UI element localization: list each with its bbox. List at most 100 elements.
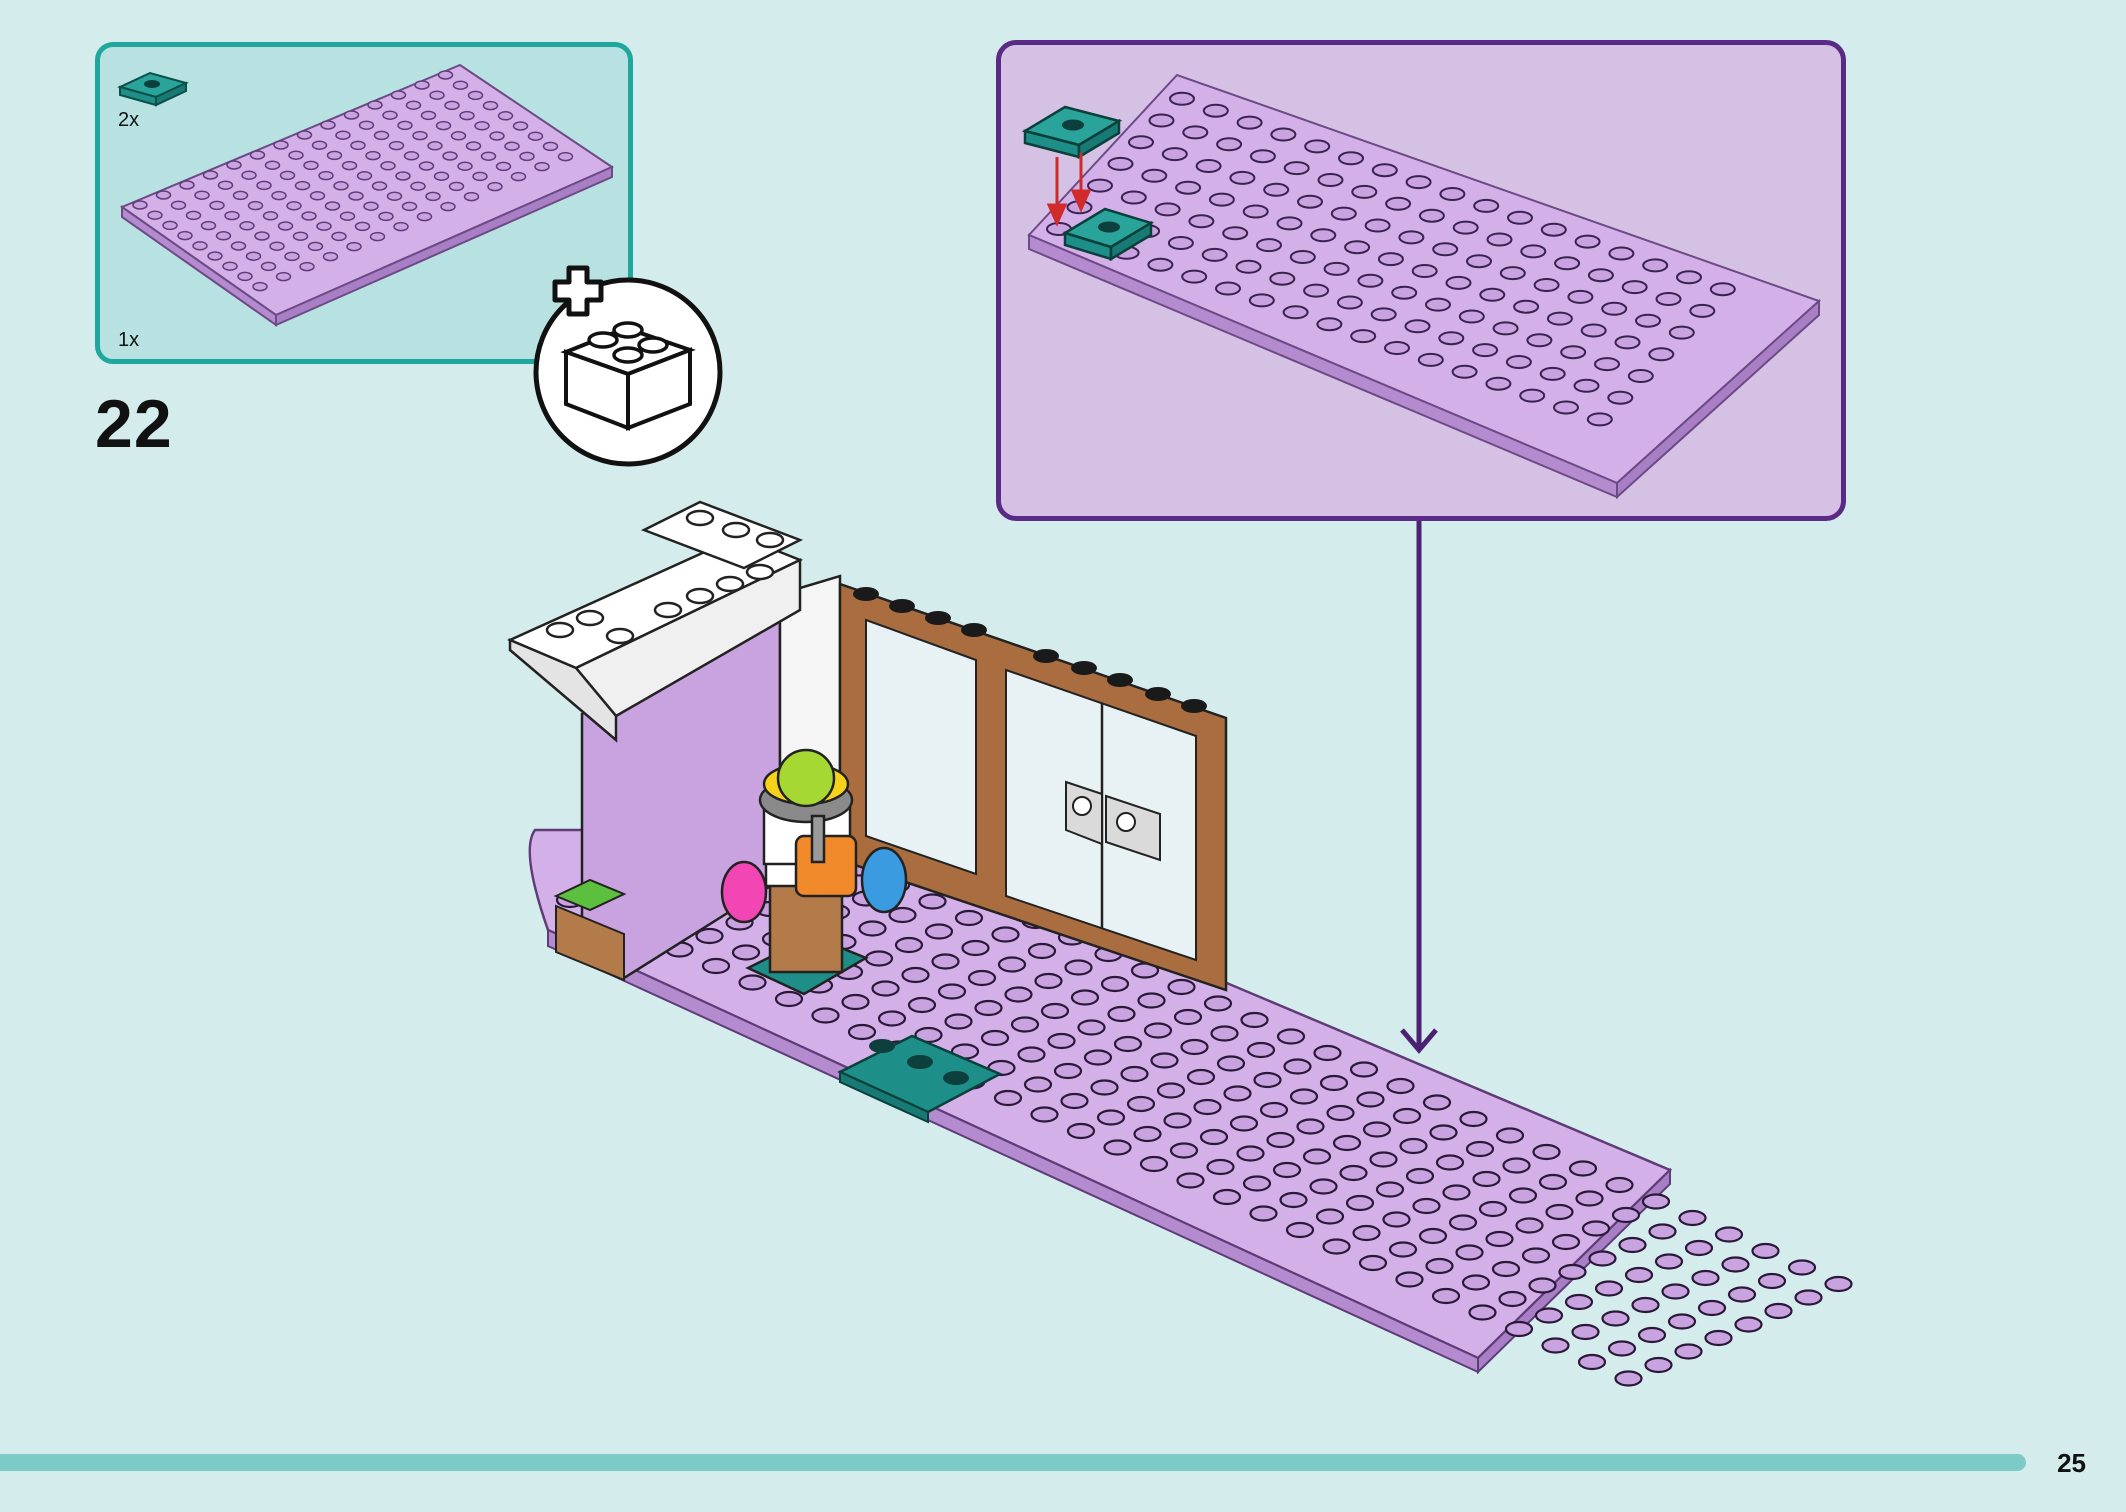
stud xyxy=(1304,139,1331,154)
callout-baseplate xyxy=(1027,73,1821,500)
stud xyxy=(1587,268,1614,283)
stud xyxy=(427,141,443,151)
stud xyxy=(1223,1085,1252,1102)
stud xyxy=(1203,995,1233,1012)
stud xyxy=(1764,1302,1793,1320)
stud xyxy=(1386,1077,1415,1095)
stud xyxy=(1384,341,1410,355)
stud xyxy=(1303,283,1330,298)
stud xyxy=(1313,1044,1342,1062)
stud xyxy=(1279,1191,1308,1209)
stud xyxy=(286,201,302,211)
stud xyxy=(1141,168,1168,183)
stud xyxy=(695,927,724,945)
stud xyxy=(1027,942,1057,960)
stud xyxy=(215,231,232,241)
stud xyxy=(1323,261,1350,276)
stud xyxy=(1377,252,1404,267)
stud xyxy=(1206,1158,1235,1176)
stud xyxy=(1289,250,1316,264)
stud xyxy=(1607,390,1634,405)
stud xyxy=(991,926,1020,943)
stud xyxy=(1452,220,1479,235)
stud xyxy=(1611,1206,1641,1224)
stud xyxy=(401,201,418,212)
stud xyxy=(1635,313,1661,328)
stud xyxy=(1627,369,1654,383)
stud xyxy=(410,181,426,191)
stud xyxy=(1644,1356,1673,1374)
stud xyxy=(162,220,178,231)
stud xyxy=(871,980,900,997)
stud xyxy=(1520,244,1547,259)
stud xyxy=(1439,187,1466,201)
stud xyxy=(1371,163,1398,178)
stud xyxy=(1404,319,1431,334)
stud xyxy=(504,141,520,151)
stud xyxy=(1751,1242,1780,1260)
stud xyxy=(1053,1062,1083,1080)
stud xyxy=(226,160,242,170)
stud xyxy=(1336,295,1363,310)
stud xyxy=(1297,194,1323,209)
stud xyxy=(1642,258,1669,273)
stud xyxy=(480,151,497,161)
stud xyxy=(1004,986,1033,1003)
stud xyxy=(1023,1076,1053,1093)
stud xyxy=(1435,1154,1465,1171)
stud xyxy=(222,261,238,271)
stud xyxy=(177,230,193,241)
stud xyxy=(864,950,894,967)
stud xyxy=(303,160,319,171)
stud xyxy=(495,161,512,172)
parts-panel: 2x 1x xyxy=(95,42,633,364)
stud xyxy=(1276,1028,1306,1045)
stud xyxy=(1485,1230,1514,1248)
stud xyxy=(1077,1019,1106,1036)
stud xyxy=(918,893,947,910)
stud xyxy=(1163,1112,1192,1129)
stud xyxy=(894,936,924,954)
stud xyxy=(1181,269,1208,284)
stud xyxy=(1350,329,1377,344)
stud xyxy=(288,150,304,160)
stud xyxy=(1757,1272,1787,1290)
stud xyxy=(1655,292,1682,306)
stud xyxy=(1188,214,1215,229)
stud xyxy=(841,993,870,1011)
stud xyxy=(1107,1005,1136,1023)
stud xyxy=(311,140,328,150)
white-roof-bricks xyxy=(506,500,804,743)
stud xyxy=(944,1013,973,1030)
stud xyxy=(1339,1164,1368,1182)
stud xyxy=(1215,281,1241,296)
stud xyxy=(1545,1203,1574,1221)
stud xyxy=(239,221,255,231)
stud xyxy=(386,191,403,201)
stud xyxy=(1451,364,1478,379)
placed-teal-plate xyxy=(1061,207,1155,262)
stud xyxy=(1794,1289,1823,1306)
stud xyxy=(1431,1287,1461,1305)
stud xyxy=(1637,1326,1667,1344)
stud xyxy=(774,990,804,1008)
stud xyxy=(1107,156,1134,171)
stud xyxy=(343,110,360,120)
stud xyxy=(1508,1187,1538,1204)
stud xyxy=(1411,264,1438,278)
stud xyxy=(1064,959,1093,976)
stud xyxy=(1418,208,1445,223)
stud xyxy=(1370,307,1397,322)
stud xyxy=(170,200,187,210)
stud xyxy=(1605,1176,1634,1194)
stud xyxy=(284,251,300,262)
stud xyxy=(1398,230,1425,245)
stud xyxy=(1709,282,1736,297)
down-arrow-icon xyxy=(1046,153,1092,227)
stud xyxy=(1070,989,1100,1006)
stud xyxy=(1319,1074,1349,1092)
stud xyxy=(365,150,381,161)
stud xyxy=(1621,280,1648,295)
stud xyxy=(961,939,990,957)
parts-illustrations xyxy=(117,63,615,327)
